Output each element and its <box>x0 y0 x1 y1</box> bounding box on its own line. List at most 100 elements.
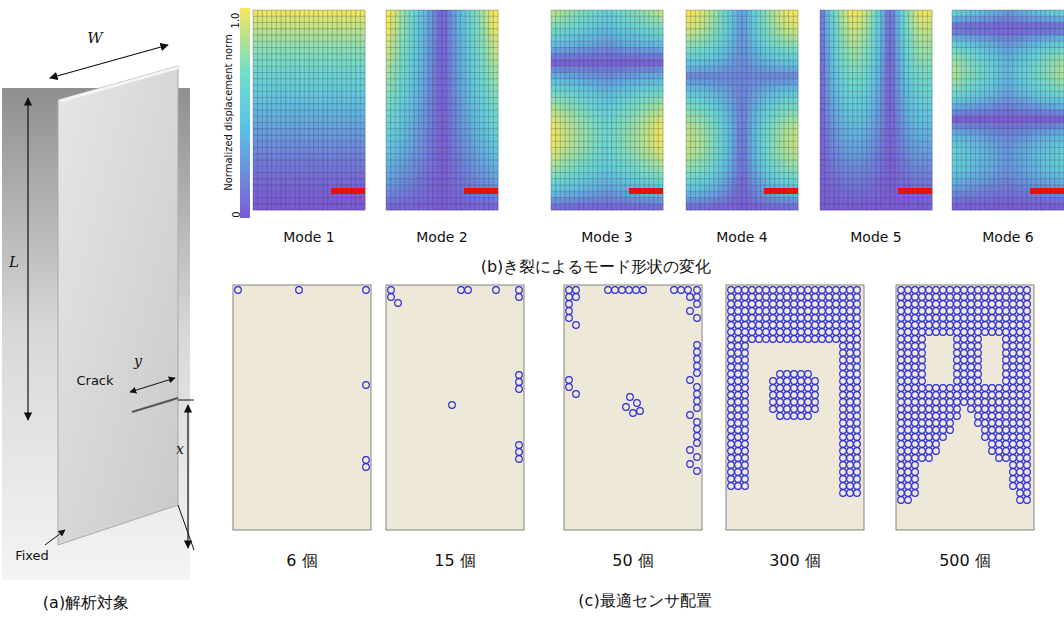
mesh-cell <box>360 10 365 17</box>
mesh-cell <box>281 60 286 67</box>
mesh-cell <box>386 141 391 148</box>
mesh-cell <box>295 54 300 61</box>
mesh-cell <box>272 29 277 36</box>
mesh-cell <box>309 198 314 205</box>
mesh-cell <box>584 91 589 98</box>
mesh-cell <box>437 129 442 136</box>
mesh-cell <box>479 98 484 105</box>
mesh-cell <box>332 173 337 180</box>
mesh-cell <box>304 48 309 55</box>
mesh-cell <box>272 35 277 42</box>
mesh-cell <box>386 160 391 167</box>
mesh-cell <box>332 29 337 36</box>
mesh-cell <box>565 73 570 80</box>
mesh-cell <box>470 104 475 111</box>
mesh-cell <box>456 73 461 80</box>
mesh-cell <box>616 10 621 17</box>
mesh-cell <box>323 191 328 198</box>
mesh-cell <box>479 73 484 80</box>
mesh-cell <box>451 110 456 117</box>
mesh-cell <box>304 110 309 117</box>
mesh-cell <box>309 104 314 111</box>
mesh-cell <box>479 35 484 42</box>
mesh-cell <box>253 198 258 205</box>
mesh-cell <box>428 91 433 98</box>
mesh-cell <box>465 173 470 180</box>
mesh-cell <box>584 73 589 80</box>
mesh-cell <box>475 79 480 86</box>
mesh-cell <box>286 110 291 117</box>
mesh-cell <box>290 35 295 42</box>
mesh-cell <box>395 29 400 36</box>
mesh-cell <box>400 35 405 42</box>
mesh-cell <box>565 29 570 36</box>
mesh-cell <box>560 41 565 48</box>
mesh-cell <box>342 204 347 211</box>
mesh-cell <box>272 66 277 73</box>
mesh-cell <box>405 198 410 205</box>
mesh-cell <box>419 16 424 23</box>
mesh-cell <box>461 110 466 117</box>
mesh-cell <box>281 23 286 30</box>
mesh-cell <box>551 79 556 86</box>
mesh-cell <box>451 198 456 205</box>
mesh-cell <box>437 191 442 198</box>
mesh-cell <box>290 198 295 205</box>
mesh-cell <box>479 179 484 186</box>
mesh-cell <box>644 60 649 67</box>
mesh-cell <box>346 104 351 111</box>
mesh-cell <box>360 41 365 48</box>
mesh-cell <box>423 173 428 180</box>
mesh-cell <box>593 41 598 48</box>
mesh-cell <box>593 116 598 123</box>
mesh-cell <box>276 79 281 86</box>
mesh-cell <box>644 98 649 105</box>
mesh-cell <box>414 85 419 92</box>
mesh-cell <box>400 41 405 48</box>
mesh-cell <box>433 23 438 30</box>
mesh-cell <box>465 135 470 142</box>
mesh-cell <box>318 85 323 92</box>
mesh-cell <box>451 85 456 92</box>
mesh-cell <box>323 166 328 173</box>
mesh-cell <box>309 129 314 136</box>
mesh-cell <box>616 41 621 48</box>
mesh-cell <box>281 41 286 48</box>
mesh-cell <box>612 110 617 117</box>
mesh-cell <box>290 148 295 155</box>
mesh-cell <box>323 79 328 86</box>
mesh-cell <box>470 60 475 67</box>
mesh-cell <box>556 123 561 130</box>
mesh-cell <box>405 185 410 192</box>
mesh-cell <box>351 10 356 17</box>
mesh-cell <box>551 23 556 30</box>
mesh-cell <box>630 98 635 105</box>
mesh-cell <box>423 185 428 192</box>
mesh-cell <box>409 185 414 192</box>
mesh-cell <box>337 29 342 36</box>
mesh-cell <box>433 73 438 80</box>
mesh-cell <box>423 204 428 211</box>
mesh-cell <box>489 41 494 48</box>
mesh-cell <box>630 104 635 111</box>
mesh-cell <box>556 79 561 86</box>
mesh-cell <box>465 160 470 167</box>
mesh-cell <box>470 91 475 98</box>
mesh-cell <box>489 166 494 173</box>
mesh-cell <box>560 123 565 130</box>
mesh-cell <box>551 85 556 92</box>
mesh-cell <box>649 110 654 117</box>
mesh-cell <box>318 160 323 167</box>
mesh-cell <box>346 198 351 205</box>
mesh-cell <box>560 23 565 30</box>
mesh-cell <box>267 191 272 198</box>
mesh-cell <box>612 54 617 61</box>
mesh-cell <box>400 60 405 67</box>
mesh-cell <box>395 79 400 86</box>
mesh-cell <box>461 16 466 23</box>
mesh-cell <box>479 10 484 17</box>
mesh-cell <box>391 73 396 80</box>
mesh-cell <box>309 173 314 180</box>
mesh-cell <box>475 35 480 42</box>
mesh-cell <box>470 141 475 148</box>
